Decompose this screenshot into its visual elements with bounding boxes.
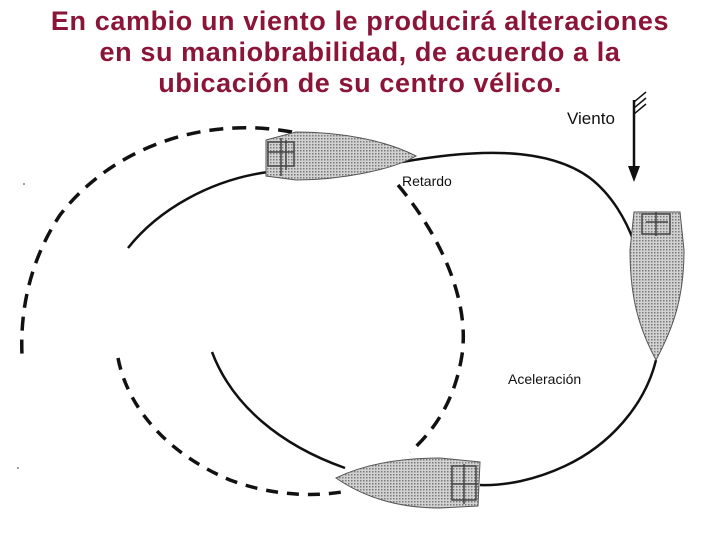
- boat-top: [265, 131, 418, 181]
- outer-dashed-track: [20, 125, 293, 356]
- boat-right: [629, 211, 685, 362]
- inner-solid-track: [127, 170, 269, 249]
- inner-dashed-track: [396, 183, 465, 454]
- upper-solid-track: [401, 151, 636, 243]
- title-line-2: en su maniobrabilidad, de acuerdo a la: [99, 37, 621, 67]
- lower-solid-track: [210, 351, 346, 470]
- slide-title: En cambio un viento le producirá alterac…: [0, 6, 720, 99]
- boat-bottom: [335, 457, 481, 509]
- lower-dashed-track: [116, 357, 343, 497]
- label-retard: Retardo: [402, 173, 452, 189]
- right-solid-track: [479, 359, 658, 487]
- wind-arrow-icon: [628, 91, 647, 182]
- title-line-3: ubicación de su centro vélico.: [158, 68, 562, 98]
- label-wind: Viento: [567, 109, 615, 128]
- stray-dot: [17, 467, 19, 469]
- title-line-1: En cambio un viento le producirá alterac…: [50, 6, 670, 36]
- stray-dot: [23, 183, 25, 185]
- label-accel: Aceleración: [508, 371, 581, 387]
